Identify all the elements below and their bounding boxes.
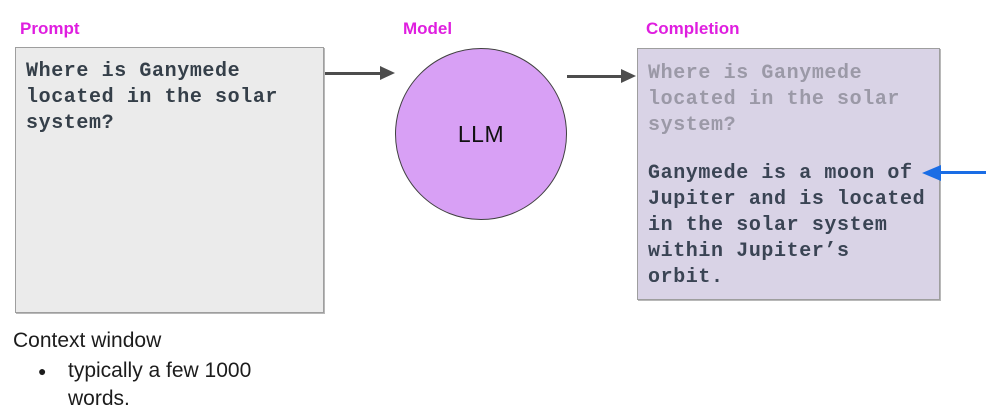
completion-highlight-arrow-line bbox=[938, 171, 986, 174]
arrow-model-to-completion-line bbox=[567, 75, 623, 78]
arrow-right-icon bbox=[380, 66, 395, 80]
context-window-title: Context window bbox=[13, 329, 162, 352]
completion-echoed-prompt-text: Where is Ganymede located in the solar s… bbox=[648, 62, 901, 137]
list-item-text: typically a few 1000 words. bbox=[68, 359, 252, 410]
completion-box: Where is Ganymede located in the solar s… bbox=[637, 48, 940, 300]
completion-generated-text: Ganymede is a moon of Jupiter and is loc… bbox=[648, 162, 926, 289]
completion-label: Completion bbox=[646, 19, 740, 38]
prompt-box: Where is Ganymede located in the solar s… bbox=[15, 47, 324, 313]
prompt-label: Prompt bbox=[20, 19, 80, 38]
llm-model-node: LLM bbox=[395, 48, 567, 220]
prompt-text: Where is Ganymede located in the solar s… bbox=[26, 60, 279, 135]
arrow-prompt-to-model-line bbox=[325, 72, 383, 75]
model-label: Model bbox=[403, 19, 453, 38]
llm-node-text: LLM bbox=[457, 120, 505, 147]
arrow-left-icon bbox=[922, 165, 941, 181]
arrow-right-icon bbox=[621, 69, 636, 83]
context-window-list: ● typically a few 1000 words. bbox=[13, 357, 251, 413]
bullet-icon: ● bbox=[38, 363, 47, 379]
context-window-note: Context window ● typically a few 1000 wo… bbox=[13, 329, 251, 413]
list-item: ● typically a few 1000 words. bbox=[13, 357, 251, 413]
